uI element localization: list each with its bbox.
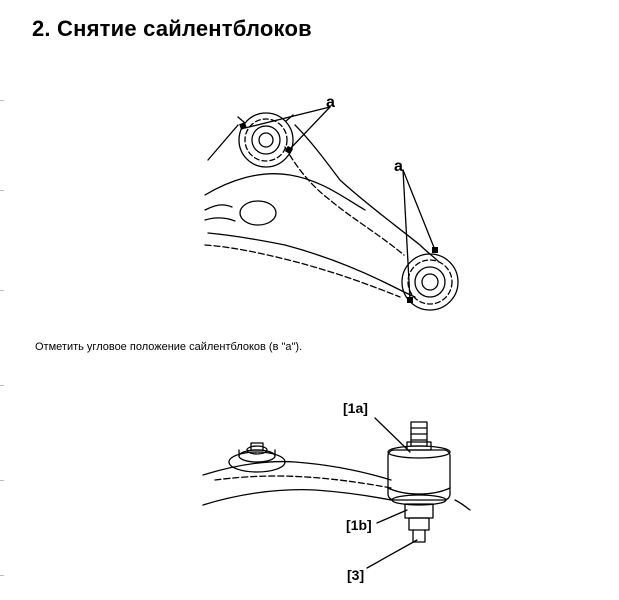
front-bushing [237, 112, 294, 168]
alignment-mark [284, 145, 294, 155]
press-tool-body [387, 421, 451, 506]
leader-line [244, 106, 331, 129]
margin-tick [0, 385, 4, 386]
leader-line [402, 169, 436, 251]
marker-a-label: a [394, 158, 403, 175]
alignment-mark [432, 247, 438, 253]
arm-outline [207, 232, 416, 298]
arm-outline [214, 475, 392, 489]
margin-tick [0, 480, 4, 481]
leader-line [366, 539, 418, 569]
callout-1a-label: [1a] [343, 400, 368, 416]
arm-hole [239, 200, 277, 226]
arm-edge-line [207, 124, 239, 161]
leader-line [288, 106, 331, 151]
margin-tick [0, 100, 4, 101]
arm-outline [204, 173, 366, 211]
arm-outline [204, 217, 236, 222]
instruction-caption: Отметить угловое положение сайлентблоков… [35, 341, 303, 353]
arm-outline [454, 499, 471, 511]
marker-a-label: a [326, 94, 335, 111]
press-tool-receiver [404, 503, 434, 543]
front-bushing [228, 442, 286, 473]
margin-tick [0, 190, 4, 191]
bushing-removal-figure: [1a] [1b] [3] [202, 400, 471, 583]
callout-3-label: [3] [347, 567, 364, 583]
margin-tick [0, 575, 4, 576]
arm-outline [204, 244, 401, 298]
rear-bushing [401, 253, 459, 311]
leader-line [374, 417, 411, 453]
callout-1b-label: [1b] [346, 517, 372, 533]
arm-outline [294, 124, 439, 262]
alignment-mark [239, 122, 247, 130]
control-arm-marking-figure: a a [204, 94, 459, 311]
section-title: 2. Снятие сайлентблоков [32, 16, 312, 41]
alignment-mark [407, 297, 413, 303]
arm-outline [202, 489, 392, 506]
arm-outline [202, 460, 392, 481]
margin-tick [0, 290, 4, 291]
leader-line [402, 169, 411, 301]
arm-outline [284, 146, 405, 256]
arm-outline [204, 204, 233, 211]
leader-line [376, 509, 408, 524]
